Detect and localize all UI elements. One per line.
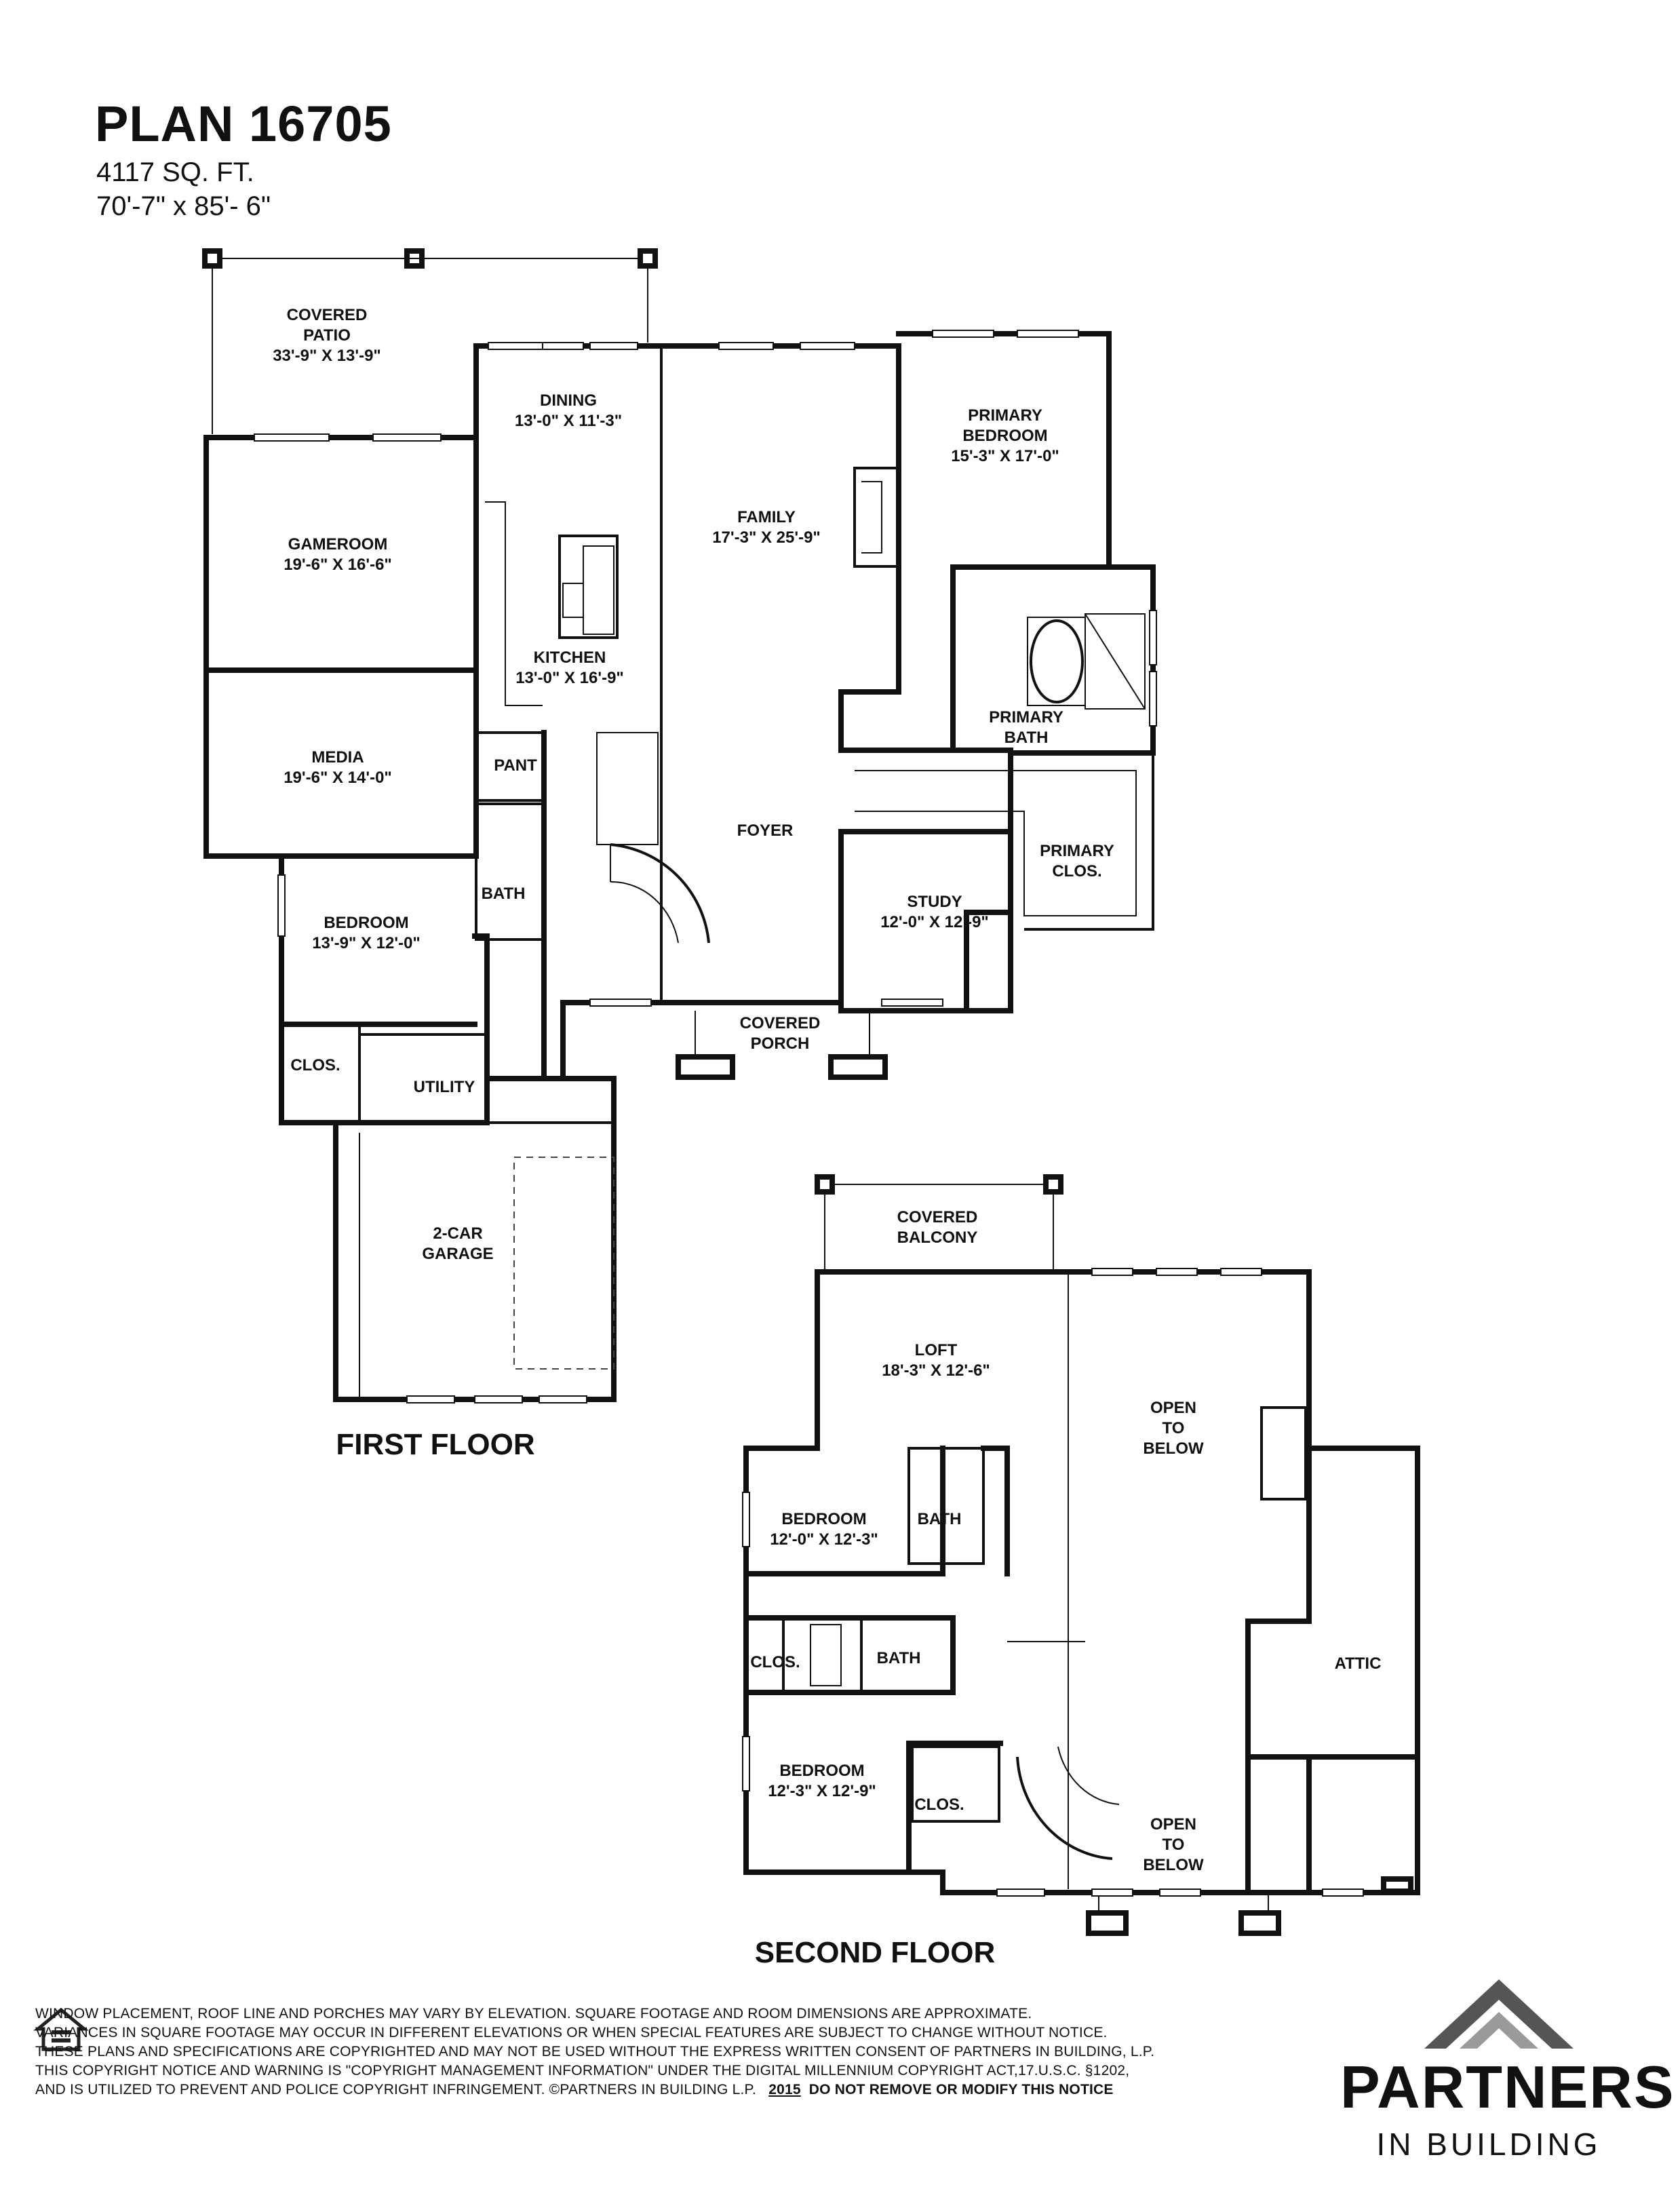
disclaimer-notice: DO NOT REMOVE OR MODIFY THIS NOTICE xyxy=(808,2082,1114,2097)
room-pantry: PANT xyxy=(494,756,537,775)
first-floor-label: FIRST FLOOR xyxy=(336,1428,534,1461)
disclaimer-text: WINDOW PLACEMENT, ROOF LINE AND PORCHES … xyxy=(35,2004,1324,2099)
disclaimer-line: WINDOW PLACEMENT, ROOF LINE AND PORCHES … xyxy=(35,2006,1032,2021)
second-floor-label: SECOND FLOOR xyxy=(755,1936,995,1969)
second-floor-walls xyxy=(742,1174,1420,1936)
plan-square-footage: 4117 SQ. FT. xyxy=(96,157,254,187)
porch-post xyxy=(828,1054,888,1080)
disclaimer-year: 2015 xyxy=(768,2082,801,2097)
equal-housing-opportunity-icon xyxy=(33,2007,89,2051)
patio-post xyxy=(202,248,222,269)
room-closet-lower: CLOS. xyxy=(914,1796,964,1814)
patio-post xyxy=(638,248,658,269)
disclaimer-line-text: AND IS UTILIZED TO PREVENT AND POLICE CO… xyxy=(35,2082,757,2097)
disclaimer-line: VARIANCES IN SQUARE FOOTAGE MAY OCCUR IN… xyxy=(35,2025,1108,2040)
partners-in-building-logo: PARTNERS IN BUILDING xyxy=(1336,1967,1674,2171)
disclaimer-line: THIS COPYRIGHT NOTICE AND WARNING IS "CO… xyxy=(35,2063,1130,2078)
plan-title: PLAN 16705 xyxy=(95,96,392,152)
room-bath-middle: BATH xyxy=(877,1649,921,1667)
first-floor-walls xyxy=(202,248,1157,1403)
room-bath-upper: BATH xyxy=(918,1510,962,1528)
porch-post xyxy=(676,1054,735,1080)
logo-subtitle: IN BUILDING xyxy=(1376,2127,1601,2162)
room-utility: UTILITY xyxy=(414,1078,475,1096)
room-bath: BATH xyxy=(482,885,526,903)
room-attic: ATTIC xyxy=(1335,1654,1382,1673)
logo-roof-icon xyxy=(1424,1979,1574,2049)
disclaimer-line: AND IS UTILIZED TO PREVENT AND POLICE CO… xyxy=(35,2080,1324,2099)
room-closet-middle: CLOS. xyxy=(750,1653,800,1671)
plan-dimensions: 70'-7" x 85'- 6" xyxy=(96,191,271,221)
room-closet: CLOS. xyxy=(290,1056,340,1074)
disclaimer-line: THESE PLANS AND SPECIFICATIONS ARE COPYR… xyxy=(35,2044,1155,2059)
room-foyer: FOYER xyxy=(737,821,794,840)
logo-name: PARTNERS xyxy=(1340,2053,1675,2120)
